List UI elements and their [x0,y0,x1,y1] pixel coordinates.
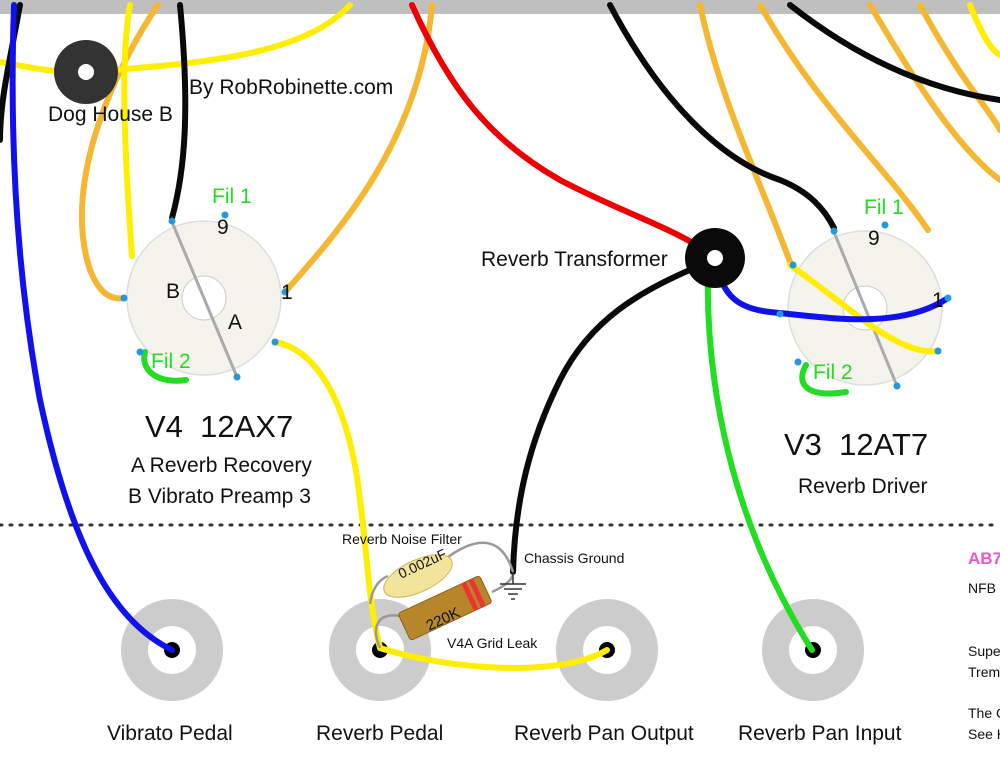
side-note-trem: Trem [968,664,1000,680]
reverb-transformer-label: Reverb Transformer [481,248,668,271]
v4-fil1-label: Fil 1 [212,185,252,208]
reverb-pan-output-label: Reverb Pan Output [514,722,694,745]
red-wire [409,2,715,259]
side-note-see: See H [968,726,1000,742]
chassis-ground-label: Chassis Ground [524,550,625,566]
v4-fil2-label: Fil 2 [151,350,191,373]
capacitor-body [383,554,453,598]
side-note-the: The C [968,705,1000,721]
v4-pin9-label: 9 [217,216,229,239]
reverb-pan-input-label: Reverb Pan Input [738,722,902,745]
resistor-body [398,575,492,641]
v4-line2: B Vibrato Preamp 3 [128,485,311,508]
orange-wires [78,2,1000,302]
v4-title: V4 12AX7 [145,409,294,444]
vibrato-pedal-label: Vibrato Pedal [107,722,233,745]
v4-line1: A Reverb Recovery [131,454,312,477]
v3-fil2-label: Fil 2 [813,361,853,384]
side-note-heading: AB7 [968,549,1000,568]
v3-pin9-label: 9 [868,227,880,250]
black-wires [0,2,1000,575]
grid-leak-label: V4A Grid Leak [447,635,538,651]
v4-side-b-label: B [166,280,181,303]
v3-fil1-label: Fil 1 [864,196,904,219]
v3-title: V3 12AT7 [784,427,929,462]
tube-v4-socket [126,220,282,378]
ground-symbol [500,572,526,600]
side-note-nfb: NFB [968,580,996,596]
v4-side-a-label: A [228,311,243,334]
credit-label: By RobRobinette.com [189,76,394,99]
side-note-super: Supe [968,643,1000,659]
reverb-transformer-grommet [685,228,745,288]
dog-house-grommet [54,40,118,104]
reverb-pedal-label: Reverb Pedal [316,722,444,745]
capacitor-leads [368,541,515,605]
dog-house-label: Dog House B [48,103,173,126]
v3-pin1-label: 1 [932,289,944,312]
pin-dots [120,211,952,390]
green-wires [141,263,849,653]
reverb-noise-filter-label: Reverb Noise Filter [342,531,462,547]
chassis-top-strip [0,0,1000,14]
v4-pin1-label: 1 [281,281,293,304]
v3-line1: Reverb Driver [798,475,928,498]
